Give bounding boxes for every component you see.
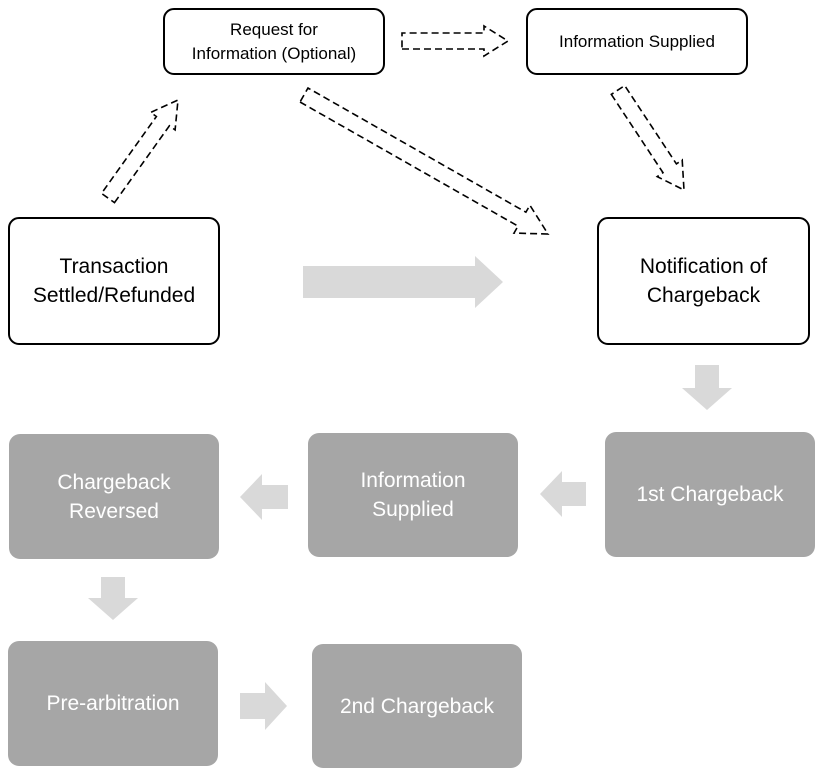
solid-arrow-notification-to-first_chargeback [682,365,732,410]
solid-arrow-chargeback_reversed-to-pre_arbitration [88,577,138,620]
node-label: Request for Information (Optional) [191,19,357,63]
node-request-for-information: Request for Information (Optional) [163,8,385,75]
node-label: Information Supplied [559,31,715,51]
node-label: Transaction Settled/Refunded [32,255,196,307]
node-label: Information Supplied [360,469,466,521]
node-chargeback-reversed: Chargeback Reversed [9,434,219,559]
node-second-chargeback: 2nd Chargeback [312,644,522,768]
node-pre-arbitration: Pre-arbitration [8,641,218,766]
node-first-chargeback: 1st Chargeback [605,432,815,557]
node-label: Notification of Chargeback [639,255,768,307]
node-label: Pre-arbitration [46,692,180,715]
solid-arrow-pre_arbitration-to-second_chargeback [240,682,287,730]
node-label: Chargeback Reversed [57,470,171,523]
node-information-supplied-top: Information Supplied [526,8,748,75]
node-label: 2nd Chargeback [339,694,495,718]
solid-arrow-info_supplied-to-chargeback_reversed [240,474,288,520]
dashed-arrow-transaction-to-request_info [100,98,179,204]
node-label: 1st Chargeback [636,483,784,506]
node-notification-of-chargeback: Notification of Chargeback [597,217,810,345]
node-information-supplied: Information Supplied [308,433,518,557]
solid-arrow-transaction-to-notification [303,256,503,308]
dashed-arrow-info_supplied_top-to-notification [610,84,685,192]
node-transaction-settled: Transaction Settled/Refunded [8,217,220,345]
dashed-arrow-request_info-to-info_supplied_top [401,24,510,58]
dashed-arrow-request_info-to-notification [298,86,550,235]
solid-arrow-first_chargeback-to-info_supplied [540,471,586,517]
